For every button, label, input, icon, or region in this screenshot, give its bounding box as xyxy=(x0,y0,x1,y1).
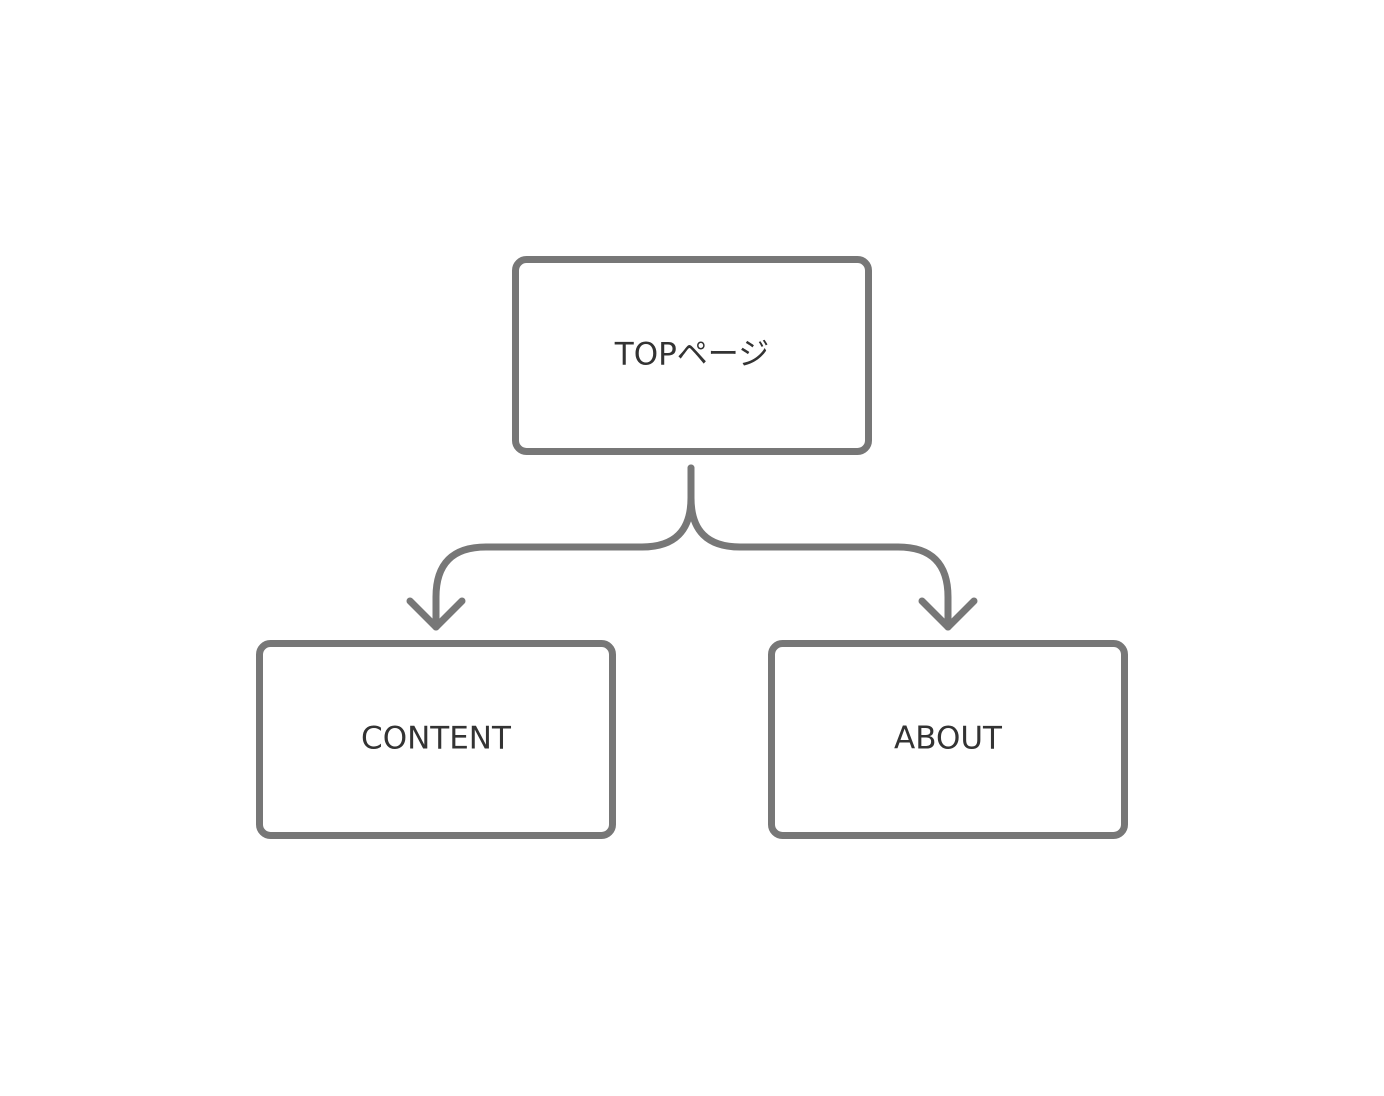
node-top-box xyxy=(512,256,872,455)
node-top[interactable]: TOPページ xyxy=(512,256,872,455)
edges xyxy=(406,464,978,631)
node-content-box xyxy=(256,640,616,839)
node-about-label: ABOUT xyxy=(894,721,1003,757)
edge-top-to-about xyxy=(687,464,952,631)
edge-top-to-content-arrowhead xyxy=(406,597,466,631)
node-about[interactable]: ABOUT xyxy=(768,640,1128,839)
node-top-label: TOPページ xyxy=(614,337,769,373)
node-content-label: CONTENT xyxy=(361,721,512,757)
edge-top-to-about-arrowhead xyxy=(918,597,978,631)
edge-top-to-content xyxy=(432,464,695,631)
node-content[interactable]: CONTENT xyxy=(256,640,616,839)
node-about-box xyxy=(768,640,1128,839)
